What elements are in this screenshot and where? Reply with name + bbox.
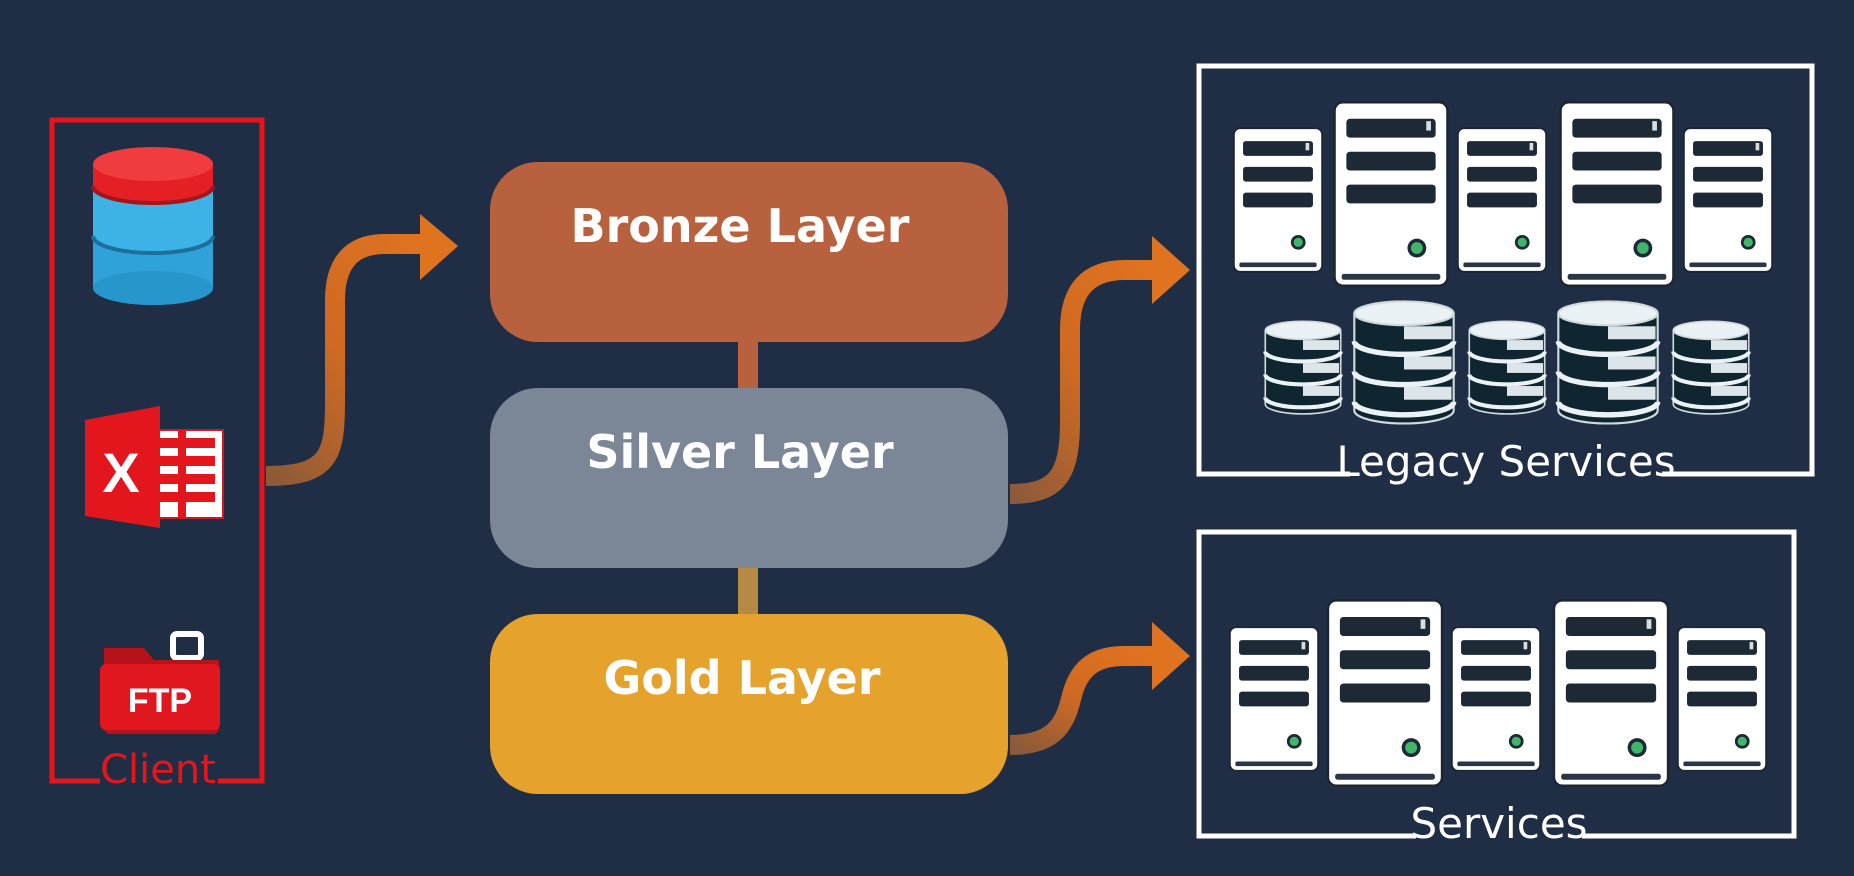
server-icon (1682, 127, 1774, 273)
server-icon (1333, 101, 1449, 287)
legacy-services-frame (1196, 63, 1815, 477)
connector-silver-gold (738, 566, 758, 622)
silver-layer-label: Silver Layer (586, 425, 894, 479)
bronze-layer-label: Bronze Layer (571, 199, 910, 253)
server-icon (1228, 626, 1320, 772)
server-icon (1326, 599, 1444, 787)
gold-layer: Gold Layer (490, 614, 1008, 794)
excel-icon: X (85, 406, 224, 528)
database-stack-icon (1354, 301, 1453, 423)
arrow-gold-to-services (1009, 622, 1190, 755)
server-icon (1456, 127, 1548, 273)
services-panel: Services (1196, 529, 1797, 848)
database-stack-icon (1673, 321, 1748, 414)
server-icon (1552, 599, 1670, 787)
silver-layer: Silver Layer (490, 388, 1008, 568)
services-label: Services (1410, 799, 1587, 848)
ftp-folder-icon: FTP (100, 631, 220, 734)
legacy-services-panel: Legacy Services (1196, 63, 1815, 486)
arrow-client-to-bronze (265, 214, 458, 486)
bronze-layer: Bronze Layer (490, 162, 1008, 342)
flow-arrows (265, 214, 1190, 755)
arrow-silver-to-legacy (1009, 236, 1190, 504)
client-label: Client (100, 747, 216, 793)
server-icon (1559, 101, 1675, 287)
ftp-glyph: FTP (128, 682, 192, 720)
database-stack-icon (1265, 321, 1340, 414)
database-icon (91, 147, 215, 305)
connector-bronze-silver (738, 340, 758, 396)
client-panel: Client X (49, 117, 265, 793)
services-frame (1196, 529, 1797, 839)
database-stack-icon (1469, 321, 1544, 414)
database-stack-icon (1558, 301, 1657, 423)
gold-layer-label: Gold Layer (604, 651, 881, 705)
legacy-services-label: Legacy Services (1336, 437, 1675, 486)
excel-glyph: X (102, 441, 139, 504)
layers-stack: Bronze Layer Silver Layer Gold Layer (490, 162, 1008, 794)
server-icon (1676, 626, 1768, 772)
server-icon (1232, 127, 1324, 273)
server-icon (1450, 626, 1542, 772)
client-frame (49, 117, 265, 784)
